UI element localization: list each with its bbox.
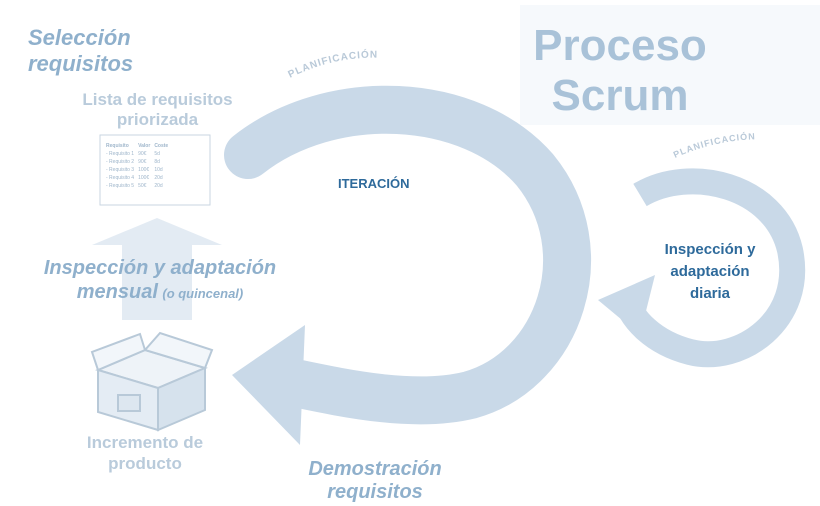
demo-label-line-2: requisitos bbox=[327, 481, 423, 503]
requirements-table: Requisito Valor Coste - Requisito 1 90€ … bbox=[104, 142, 170, 190]
table-cell: 8d bbox=[154, 159, 160, 165]
list-label-line-2: priorizada bbox=[116, 110, 199, 129]
requirements-table-wrap: Requisito Valor Coste - Requisito 1 90€ … bbox=[104, 142, 170, 190]
table-cell: 20d bbox=[154, 175, 163, 181]
iteration-cycle-arrow bbox=[224, 85, 592, 445]
selection-label-line-1: Selección bbox=[28, 25, 131, 50]
table-cell: 20d bbox=[154, 183, 163, 189]
table-cell: - Requisito 5 bbox=[106, 183, 135, 189]
up-arrow-icon bbox=[92, 218, 222, 320]
table-cell: 100€ bbox=[138, 175, 150, 181]
list-label-line-1: Lista de requisitos bbox=[82, 90, 233, 109]
table-cell: - Requisito 2 bbox=[106, 159, 135, 165]
increment-label-line-1: Incremento de bbox=[86, 433, 204, 452]
table-cell: - Requisito 1 bbox=[106, 151, 135, 157]
table-cell: - Requisito 4 bbox=[106, 175, 135, 181]
daily-inspection-line-1: Inspección y bbox=[664, 241, 756, 258]
table-row: - Requisito 3 100€ 10d bbox=[104, 166, 170, 174]
daily-inspection-line-3: diaria bbox=[689, 285, 731, 302]
table-cell: 50€ bbox=[138, 183, 147, 189]
table-row: - Requisito 5 50€ 20d bbox=[104, 182, 170, 190]
cycle-arrow-icon bbox=[598, 168, 805, 368]
table-row: - Requisito 4 100€ 20d bbox=[104, 174, 170, 182]
demo-label-line-1: Demostración bbox=[308, 458, 442, 480]
table-cell: - Requisito 3 bbox=[106, 167, 135, 173]
monthly-inspection-line-2: mensual bbox=[76, 281, 158, 303]
table-cell: 90€ bbox=[138, 159, 147, 165]
table-row: - Requisito 1 90€ 5d bbox=[104, 150, 170, 158]
table-header-cell: Requisito bbox=[106, 143, 129, 149]
title-line-1: Proceso bbox=[533, 21, 707, 70]
box-icon bbox=[90, 331, 214, 432]
table-cell: 90€ bbox=[138, 151, 147, 157]
background-panel bbox=[520, 5, 820, 125]
planning-arc-label-small: PLANIFICACIÓN bbox=[672, 131, 756, 160]
selection-label-line-2: requisitos bbox=[28, 51, 134, 76]
increment-label-line-2: producto bbox=[108, 454, 182, 473]
daily-inspection-line-2: adaptación bbox=[670, 263, 750, 280]
monthly-inspection-line-2-wrap: mensual (o quincenal) bbox=[10, 280, 310, 306]
table-cell: 5d bbox=[154, 151, 160, 157]
monthly-inspection-note: (o quincenal) bbox=[162, 286, 244, 301]
table-cell: 10d bbox=[154, 167, 163, 173]
requirements-document bbox=[99, 134, 211, 206]
monthly-inspection-line-1: Inspección y adaptación bbox=[43, 257, 277, 279]
table-cell: 100€ bbox=[138, 167, 150, 173]
iteration-label: ITERACIÓN bbox=[338, 176, 410, 191]
title-line-2: Scrum bbox=[551, 71, 689, 120]
table-header-cell: Valor bbox=[138, 143, 151, 149]
table-row: - Requisito 2 90€ 8d bbox=[104, 158, 170, 166]
planning-arc-label: PLANIFICACIÓN bbox=[287, 48, 379, 81]
requirements-table-header: Requisito Valor Coste bbox=[104, 142, 170, 150]
table-header-cell: Coste bbox=[154, 143, 169, 149]
